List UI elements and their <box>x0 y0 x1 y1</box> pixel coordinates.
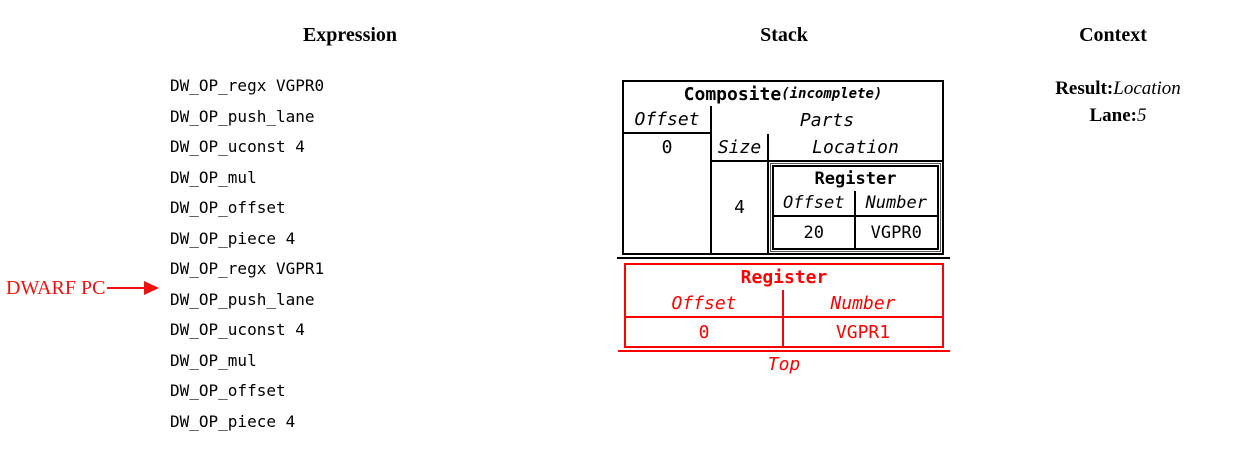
register-number-value: VGPR0 <box>870 222 922 243</box>
composite-title-row: Composite(incomplete) <box>624 82 942 106</box>
composite-offset-value: 0 <box>661 137 673 158</box>
composite-title: Composite <box>683 83 782 105</box>
composite-offset-header: Offset <box>624 106 710 134</box>
result-value: Location <box>1113 78 1181 99</box>
op-row: DW_OP_regx VGPR0 <box>170 76 325 95</box>
stack-entry-register-top: Register Offset 0 Number VGPR1 <box>624 263 944 348</box>
register-number-header: Number <box>784 290 942 318</box>
register-offset-column: Offset 20 <box>774 191 856 248</box>
register-offset-value: 20 <box>803 222 824 243</box>
part-size-header: Size <box>712 134 767 162</box>
register-number-column: Number VGPR1 <box>784 290 942 346</box>
register-number-value: VGPR1 <box>835 321 891 343</box>
op-row: DW_OP_mul <box>170 167 257 187</box>
register-number-header: Number <box>855 191 937 217</box>
stack-top-separator <box>618 350 950 352</box>
op-row: DW_OP_uconst 4 <box>170 137 305 157</box>
dwarf-pc-pointer: DWARF PC <box>6 276 160 300</box>
op-row: DW_OP_piece 4 <box>170 412 296 432</box>
arrow-right-icon <box>144 281 160 295</box>
op-row: DW_OP_offset <box>170 198 286 218</box>
op-row: DW_OP_regx VGPR1 <box>170 259 325 279</box>
composite-parts-column: Parts Size 4 Location Register <box>712 106 942 253</box>
part-size-column: Size 4 <box>712 134 769 253</box>
part-size-value: 4 <box>734 197 745 218</box>
register-title: Register <box>814 169 897 189</box>
context-column-title: Context <box>1079 24 1147 46</box>
part-register-table: Register Offset 20 Number VGPR0 <box>770 163 941 252</box>
register-offset-header: Offset <box>626 290 782 318</box>
part-location-column: Location Register Offset 20 <box>769 134 942 253</box>
lane-label: Lane: <box>1089 105 1138 126</box>
result-label: Result: <box>1055 78 1114 99</box>
register-offset-value: 0 <box>698 321 710 343</box>
stack-entry-separator <box>617 257 950 259</box>
op-row: DW_OP_piece 4 <box>170 228 296 248</box>
stack-column-title: Stack <box>760 24 808 46</box>
op-row: DW_OP_offset <box>170 381 286 401</box>
context-lane-line: Lane:5 <box>1003 105 1233 127</box>
composite-qualifier: (incomplete) <box>781 86 883 102</box>
register-offset-column: Offset 0 <box>626 290 784 346</box>
op-row: DW_OP_push_lane <box>170 106 315 126</box>
op-row: DW_OP_mul <box>170 350 257 370</box>
register-offset-header: Offset <box>774 191 854 217</box>
op-row: DW_OP_push_lane <box>170 289 315 309</box>
register-title: Register <box>740 267 828 288</box>
context-result-line: Result:Location <box>1003 78 1233 100</box>
composite-parts-header: Parts <box>799 109 855 131</box>
expression-op-list: DW_OP_regx VGPR0 DW_OP_push_lane DW_OP_u… <box>170 71 324 438</box>
expression-column-title: Expression <box>302 24 398 46</box>
op-row: DW_OP_uconst 4 <box>170 320 305 340</box>
lane-value: 5 <box>1137 105 1147 126</box>
stack-entry-composite: Composite(incomplete) Offset 0 Parts Siz… <box>622 80 944 255</box>
stack-top-label: Top <box>767 354 801 375</box>
dwarf-pc-label: DWARF PC <box>6 277 106 299</box>
composite-offset-column: Offset 0 <box>624 106 712 253</box>
arrow-shaft <box>107 287 145 289</box>
part-location-header: Location <box>769 134 942 162</box>
register-number-column: Number VGPR0 <box>855 191 937 248</box>
